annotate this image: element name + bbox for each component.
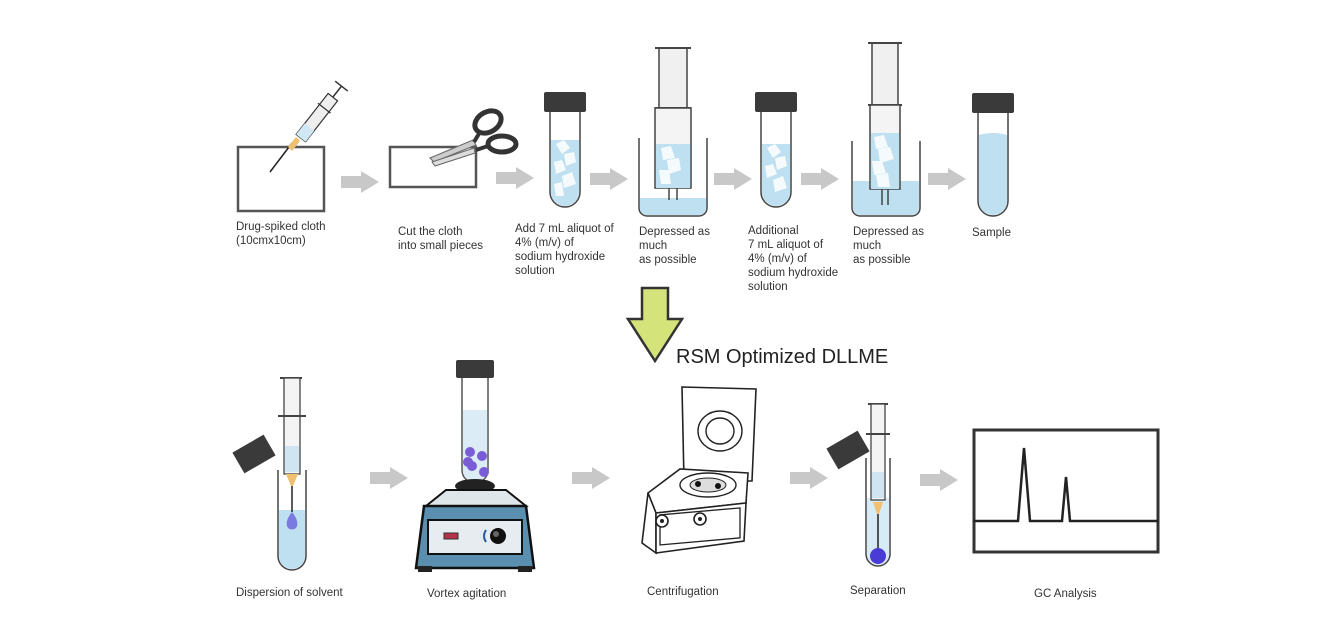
down-arrow-icon (625, 286, 685, 364)
step-label: Drug-spiked cloth (10cmx10cm) (236, 221, 326, 247)
arrow-right-icon (370, 467, 408, 489)
step-label: Add 7 mL aliquot of 4% (m/v) of sodium h… (515, 223, 614, 277)
arrow-right-icon (790, 467, 828, 489)
chromatogram-icon (972, 428, 1160, 554)
arrow-right-icon (572, 467, 610, 489)
centrifuge-icon (641, 386, 757, 555)
syringe-press-in-beaker-icon (851, 42, 921, 217)
step-label: Cut the cloth into small pieces (398, 226, 484, 252)
arrow-right-icon (496, 167, 534, 189)
test-tube-with-cloth-icon (755, 92, 797, 208)
step-label: GC Analysis (1034, 588, 1097, 600)
arrow-right-icon (928, 168, 966, 190)
arrow-right-icon (714, 168, 752, 190)
arrow-right-icon (341, 171, 379, 193)
step-label: Vortex agitation (427, 588, 507, 600)
step-label: Depressed as much as possible (639, 226, 710, 266)
step-label: Dispersion of solvent (236, 587, 343, 599)
step-label: Sample (972, 227, 1011, 239)
arrow-right-icon (801, 168, 839, 190)
vortex-mixer-icon (414, 360, 536, 572)
syringe-on-cloth-icon (236, 80, 349, 213)
arrow-right-icon (920, 469, 958, 491)
syringe-into-tube-sediment-icon (826, 403, 891, 567)
syringe-press-in-beaker-icon (638, 47, 708, 217)
arrow-right-icon (590, 168, 628, 190)
syringe-into-tube-icon (232, 377, 307, 571)
test-tube-with-cloth-icon (544, 92, 586, 208)
scissors-on-cloth-icon (388, 108, 519, 189)
step-label: Centrifugation (647, 586, 719, 598)
test-tube-sample-icon (972, 93, 1014, 217)
process-title: RSM Optimized DLLME (676, 346, 889, 368)
step-label: Separation (850, 585, 906, 597)
step-label: Depressed as much as possible (853, 226, 924, 266)
step-label: Additional 7 mL aliquot of 4% (m/v) of s… (748, 225, 839, 293)
